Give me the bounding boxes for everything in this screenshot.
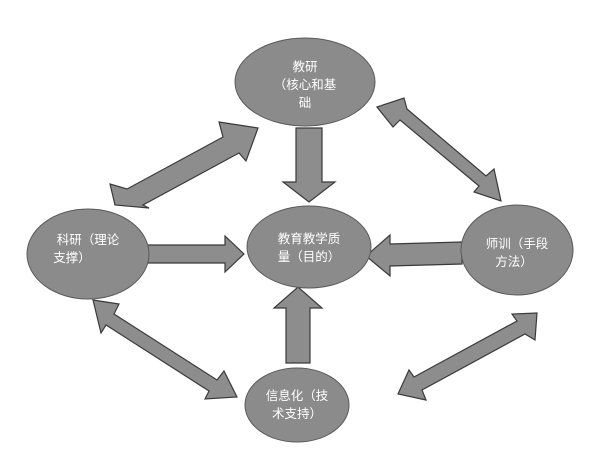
teacher-training-line-1: 师训（手段 — [486, 236, 549, 251]
arrow-scientific-to-quality — [147, 234, 245, 274]
arrow-teaching-to-quality — [281, 127, 337, 203]
teacher-training-line-2: 方法） — [495, 254, 533, 269]
node-scientific-research: 科研（理论 支撑） — [26, 208, 150, 300]
arrow-training-to-quality — [365, 233, 463, 278]
informatization-line-1: 信息化（技 — [266, 388, 329, 403]
arrow-scientific-teaching-bidirectional — [109, 121, 259, 209]
node-education-quality: 教育教学质 量（目的） — [246, 205, 372, 289]
arrow-informatization-to-quality — [272, 286, 324, 364]
node-teaching-research: 教研 （核心和基 础 — [234, 37, 376, 127]
informatization-line-2: 术支持） — [272, 406, 322, 421]
teaching-research-line-2: （核心和基 — [274, 77, 337, 92]
arrow-scientific-informatization-bidirectional — [92, 299, 238, 400]
quality-line-1: 教育教学质 — [278, 231, 341, 246]
scientific-research-line-1: 科研（理论 — [57, 232, 120, 247]
teaching-research-line-3: 础 — [299, 95, 312, 110]
arrow-training-informatization-bidirectional — [397, 312, 538, 401]
teaching-research-line-1: 教研 — [292, 59, 317, 74]
arrow-teaching-training-bidirectional — [375, 97, 502, 202]
node-teacher-training: 师训（手段 方法） — [460, 204, 574, 296]
quality-line-2: 量（目的） — [278, 249, 341, 264]
scientific-research-line-2: 支撑） — [53, 250, 91, 265]
node-informatization: 信息化（技 术支持） — [244, 367, 350, 443]
